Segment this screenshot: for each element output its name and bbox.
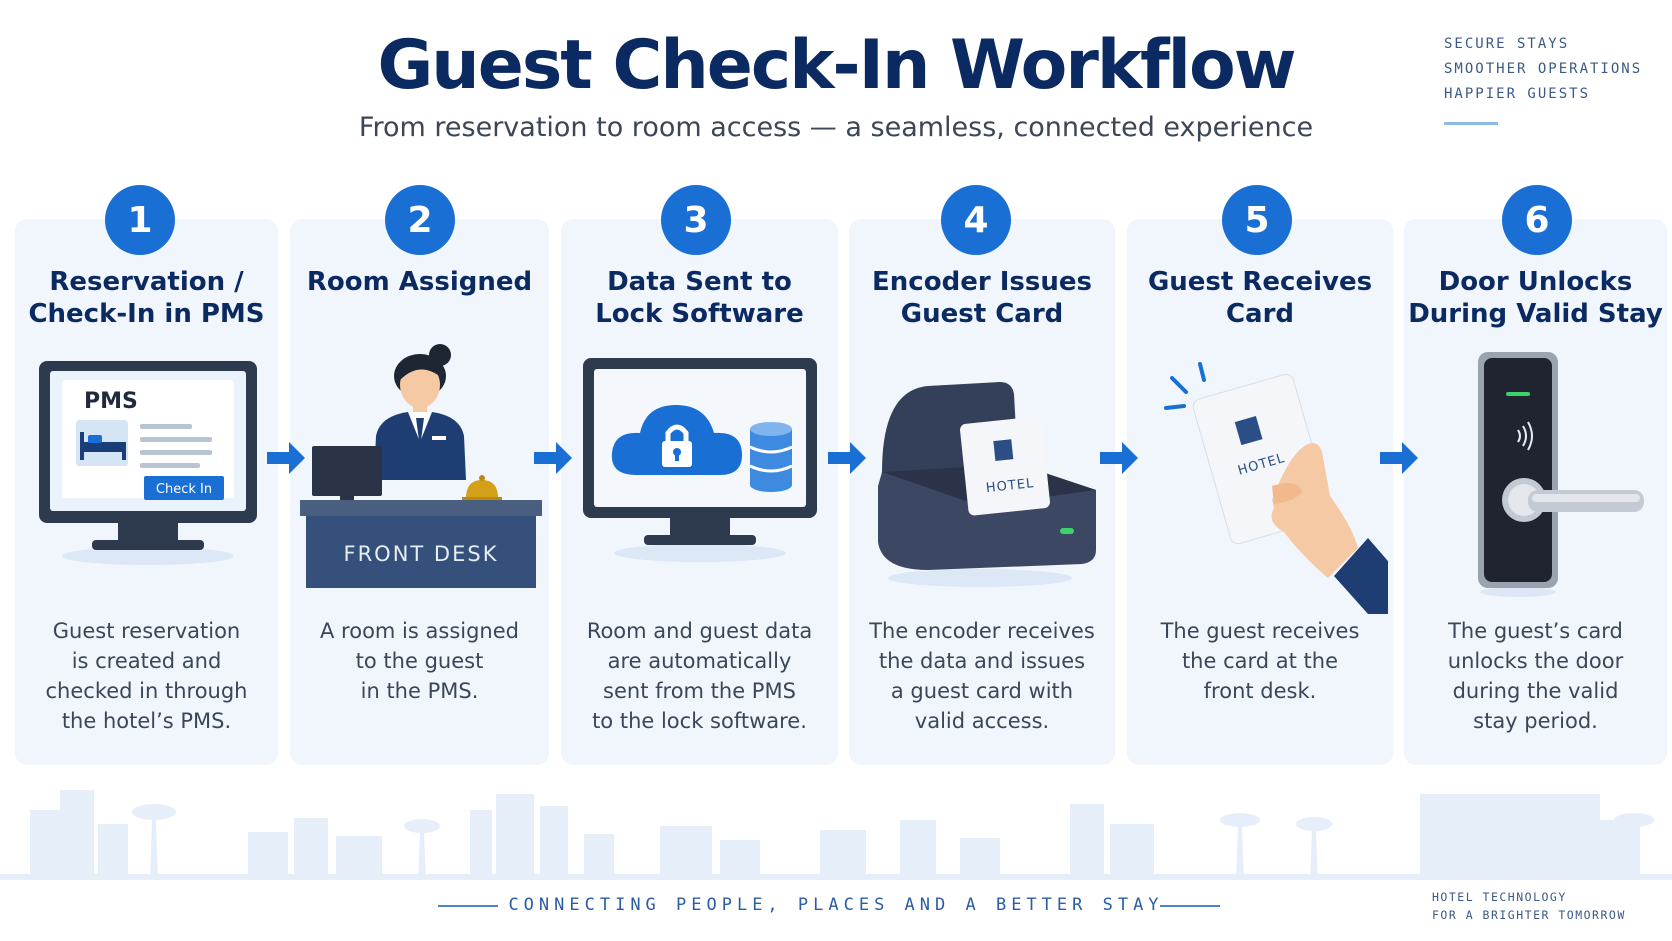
step-description-line: Room and guest data xyxy=(586,619,813,643)
step-description-line: to the lock software. xyxy=(592,709,807,733)
bed-icon xyxy=(76,420,128,466)
arrow-right-icon xyxy=(1100,442,1138,474)
keycard-icon xyxy=(960,416,1050,516)
step-number-badge: 3 xyxy=(661,185,731,255)
step-number-badge: 6 xyxy=(1502,185,1572,255)
arrow-right-icon xyxy=(828,442,866,474)
footer-rule-right xyxy=(1160,905,1220,907)
tagline: SECURE STAYS SMOOTHER OPERATIONS HAPPIER… xyxy=(1444,32,1642,107)
arrow-right-icon xyxy=(1380,442,1418,474)
monitor-icon: PMS Check In xyxy=(39,361,257,565)
step-title: Guest Receives Card xyxy=(1127,266,1393,330)
step-description-line: the card at the xyxy=(1181,649,1339,673)
step-title-line: Door Unlocks xyxy=(1438,267,1633,297)
door-lock-icon xyxy=(1478,352,1644,597)
step-description-line: Guest reservation xyxy=(52,619,241,643)
tagline-line: SECURE STAYS xyxy=(1444,36,1570,52)
cloud-lock-icon xyxy=(583,358,817,562)
step-description-line: stay period. xyxy=(1473,709,1598,733)
front-desk-label: FRONT DESK xyxy=(344,542,499,566)
pms-screen-label: PMS xyxy=(84,389,138,414)
step-description-line: a guest card with xyxy=(890,679,1074,703)
step-description-line: checked in through xyxy=(45,679,248,703)
step-number-badge: 1 xyxy=(105,185,175,255)
step-description-line: to the guest xyxy=(355,649,484,673)
receptionist-icon: FRONT DESK xyxy=(300,344,542,588)
database-icon xyxy=(749,422,793,492)
step-description-line: A room is assigned xyxy=(320,619,519,643)
tagline-rule xyxy=(1444,122,1498,125)
tagline-line: HAPPIER GUESTS xyxy=(1444,86,1591,102)
step-description-line: in the PMS. xyxy=(360,679,479,703)
step-title: Room Assigned xyxy=(290,266,549,298)
footer-corner-line: FOR A BRIGHTER TOMORROW xyxy=(1432,908,1626,922)
step-title-line: Check-In in PMS xyxy=(28,299,265,329)
step-title: Encoder Issues Guest Card xyxy=(849,266,1115,330)
step-title-line: Card xyxy=(1225,299,1295,329)
step-description-line: during the valid xyxy=(1452,679,1619,703)
step-title-line: Data Sent to xyxy=(607,267,792,297)
step-description-line: sent from the PMS xyxy=(603,679,796,703)
page-title: Guest Check-In Workflow xyxy=(377,26,1296,105)
step-title-line: Room Assigned xyxy=(306,267,533,297)
check-in-button-label: Check In xyxy=(156,482,212,497)
step-number-badge: 5 xyxy=(1222,185,1292,255)
step-description-line: The encoder receives xyxy=(869,619,1095,643)
footer-corner-text: HOTEL TECHNOLOGY FOR A BRIGHTER TOMORROW xyxy=(1432,888,1626,924)
step-title: Data Sent to Lock Software xyxy=(561,266,838,330)
step-description-line: The guest receives xyxy=(1160,619,1360,643)
step-title: Reservation / Check-In in PMS xyxy=(15,266,278,330)
step-description-line: is created and xyxy=(71,649,222,673)
step-number-badge: 2 xyxy=(385,185,455,255)
step-title-line: Guest Card xyxy=(900,299,1064,329)
step-title-line: Guest Receives xyxy=(1147,267,1373,297)
check-in-button xyxy=(144,476,224,500)
arrow-right-icon xyxy=(267,442,305,474)
step-description-line: unlocks the door xyxy=(1447,649,1624,673)
footer-rule-left xyxy=(438,905,498,907)
step-description: The encoder receives the data and issues… xyxy=(849,616,1115,736)
page-subtitle: From reservation to room access — a seam… xyxy=(358,112,1314,143)
step-description-line: the hotel’s PMS. xyxy=(61,709,232,733)
step-title-line: Encoder Issues xyxy=(872,267,1092,297)
step-number-badge: 4 xyxy=(941,185,1011,255)
step-description-line: the data and issues xyxy=(878,649,1086,673)
bell-icon xyxy=(462,475,502,501)
encoder-icon: HOTEL xyxy=(878,382,1096,587)
step-description-line: The guest’s card xyxy=(1448,619,1623,643)
footer-tagline: CONNECTING PEOPLE, PLACES AND A BETTER S… xyxy=(508,895,1164,915)
step-title-line: During Valid Stay xyxy=(1408,299,1663,329)
step-description-line: are automatically xyxy=(607,649,792,673)
footer-corner-line: HOTEL TECHNOLOGY xyxy=(1432,890,1567,904)
step-title-line: Reservation / xyxy=(49,267,244,297)
step-description: The guest’s card unlocks the door during… xyxy=(1404,616,1667,736)
hand-icon: HOTEL xyxy=(1164,362,1388,614)
step-description: A room is assigned to the guest in the P… xyxy=(290,616,549,706)
step-description: The guest receives the card at the front… xyxy=(1127,616,1393,706)
tagline-line: SMOOTHER OPERATIONS xyxy=(1444,61,1643,77)
step-title-line: Lock Software xyxy=(595,299,804,329)
step-description-line: valid access. xyxy=(914,709,1050,733)
arrow-right-icon xyxy=(534,442,572,474)
card-label: HOTEL xyxy=(985,476,1035,496)
step-description-line: front desk. xyxy=(1203,679,1317,703)
city-skyline xyxy=(0,790,1672,880)
step-description: Guest reservation is created and checked… xyxy=(15,616,278,736)
step-description: Room and guest data are automatically se… xyxy=(561,616,838,736)
step-title: Door Unlocks During Valid Stay xyxy=(1404,266,1667,330)
